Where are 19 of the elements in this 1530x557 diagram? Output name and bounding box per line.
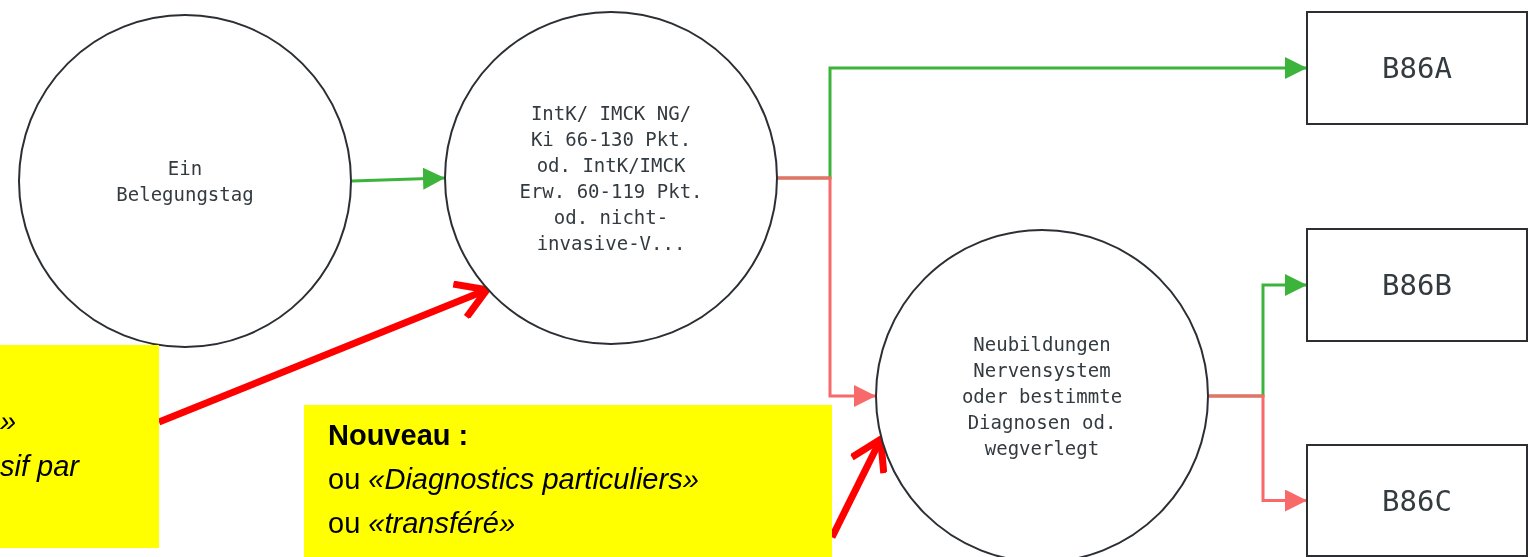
node-label: Neubildungen Nervensystem oder bestimmte Diagnosen od. wegverlegt <box>960 332 1124 461</box>
note-box <box>304 405 832 557</box>
connector-arrow <box>351 167 445 190</box>
note-text: sif par <box>0 449 79 484</box>
node-label: IntK/ IMCK NG/ Ki 66-130 Pkt. od. IntK/IMCK Erw. 60-119 Pkt. od. nicht-invasive-V... <box>518 101 704 256</box>
node-label: Ein Belegungstag <box>115 156 255 207</box>
box-label: B86C <box>1382 483 1452 518</box>
result-box <box>1306 228 1528 342</box>
note-text: » <box>0 404 17 439</box>
note-text: ou «transféré» <box>328 506 516 541</box>
note-text: ou «Diagnostics particuliers» <box>328 462 699 497</box>
connector-arrow <box>778 176 876 407</box>
result-box <box>1306 11 1528 125</box>
note-box <box>0 345 159 548</box>
result-box <box>1306 444 1528 557</box>
connector-arrow <box>1209 394 1307 512</box>
box-label: B86A <box>1382 51 1452 85</box>
box-label: B86B <box>1382 268 1452 302</box>
note-text: Nouveau : <box>328 418 469 453</box>
